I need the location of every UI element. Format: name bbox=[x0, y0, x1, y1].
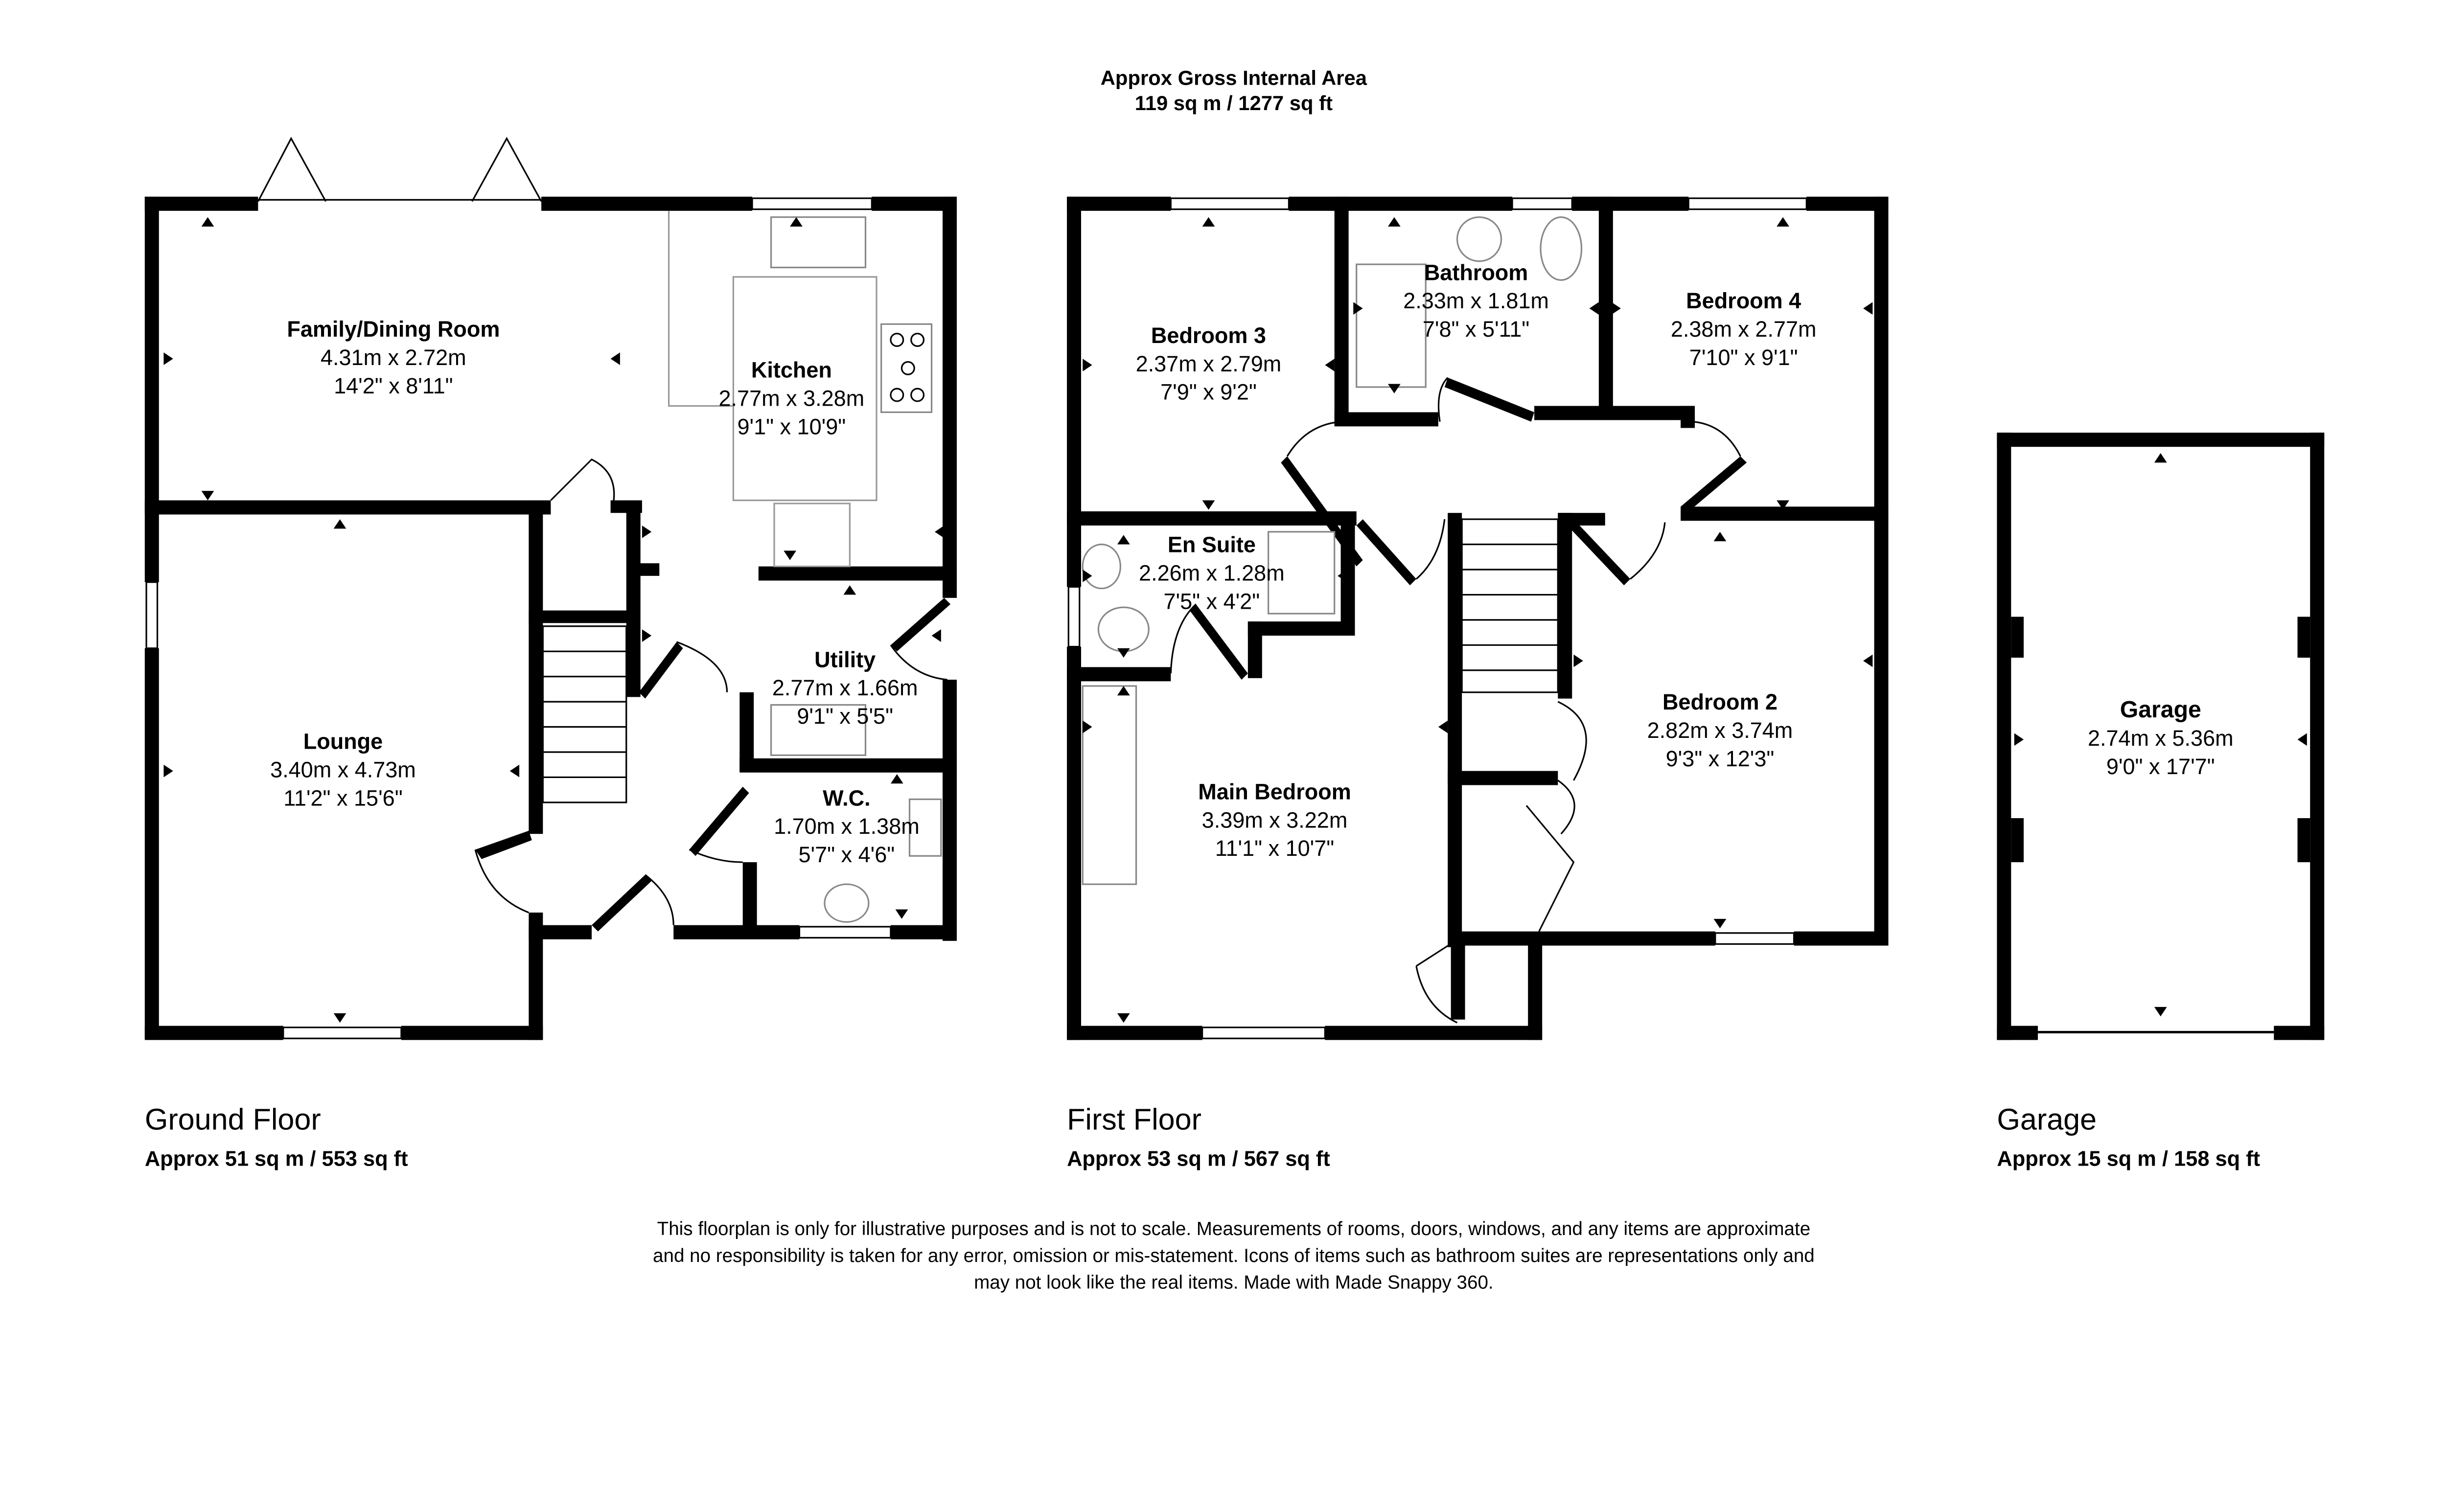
room-name: Main Bedroom bbox=[1198, 779, 1351, 804]
room-name: Lounge bbox=[303, 729, 383, 754]
room-imperial: 7'8" x 5'11" bbox=[1423, 317, 1529, 342]
room-imperial: 11'2" x 15'6" bbox=[283, 785, 402, 810]
staircase bbox=[542, 625, 627, 803]
floor-name-first: First Floor bbox=[1067, 1103, 1201, 1136]
room-metric: 4.31m x 2.72m bbox=[321, 345, 466, 370]
room-name: En Suite bbox=[1168, 532, 1256, 557]
room-name: W.C. bbox=[823, 785, 871, 810]
room-metric: 2.82m x 3.74m bbox=[1647, 718, 1793, 743]
room-metric: 2.77m x 3.28m bbox=[719, 386, 865, 411]
window bbox=[798, 926, 892, 939]
room-imperial: 9'3" x 12'3" bbox=[1666, 746, 1775, 771]
garage-plan: Garage 2.74m x 5.36m 9'0" x 17'7" bbox=[1997, 433, 2325, 1040]
room-metric: 3.40m x 4.73m bbox=[270, 757, 416, 782]
room-imperial: 5'7" x 4'6" bbox=[799, 842, 895, 867]
ensuite-basin-icon bbox=[1082, 543, 1121, 590]
utility-sink-icon bbox=[770, 704, 867, 756]
window bbox=[282, 1027, 402, 1039]
disclaimer-line: and no responsibility is taken for any e… bbox=[653, 1245, 1815, 1266]
room-metric: 2.38m x 2.77m bbox=[1671, 317, 1817, 342]
window bbox=[145, 581, 159, 649]
room-imperial: 7'10" x 9'1" bbox=[1689, 345, 1798, 370]
window bbox=[1511, 197, 1573, 210]
door bbox=[550, 458, 615, 501]
window bbox=[1714, 932, 1795, 945]
room-imperial: 9'1" x 5'5" bbox=[797, 704, 893, 729]
room-metric: 2.77m x 1.66m bbox=[772, 675, 918, 700]
toilet-icon bbox=[1540, 216, 1583, 281]
shower-icon bbox=[1268, 531, 1336, 615]
room-metric: 3.39m x 3.22m bbox=[1202, 807, 1348, 832]
floor-area-garage: Approx 15 sq m / 158 sq ft bbox=[1997, 1147, 2260, 1171]
floor-area-first: Approx 53 sq m / 567 sq ft bbox=[1067, 1147, 1330, 1171]
room-name: Bedroom 2 bbox=[1662, 689, 1778, 714]
first-floor-plan bbox=[1067, 196, 1889, 1040]
window bbox=[1687, 197, 1807, 210]
wc-toilet-icon bbox=[908, 798, 942, 857]
room-imperial: 11'1" x 10'7" bbox=[1215, 836, 1334, 861]
room-name: Utility bbox=[814, 647, 876, 672]
floor-area-ground: Approx 51 sq m / 553 sq ft bbox=[145, 1147, 408, 1171]
room-name: Family/Dining Room bbox=[287, 317, 500, 342]
window bbox=[1170, 197, 1290, 210]
room-name: Bedroom 3 bbox=[1151, 323, 1266, 348]
disclaimer-line: This floorplan is only for illustrative … bbox=[657, 1218, 1811, 1239]
window bbox=[1201, 1027, 1326, 1039]
room-name: Bedroom 4 bbox=[1686, 288, 1801, 313]
floorplan: Approx Gross Internal Area 119 sq m / 12… bbox=[144, 67, 2325, 1293]
room-name: Bathroom bbox=[1424, 260, 1528, 285]
sink-icon bbox=[770, 216, 867, 269]
floor-name-ground: Ground Floor bbox=[145, 1103, 321, 1136]
room-imperial: 7'5" x 4'2" bbox=[1164, 589, 1260, 614]
window bbox=[751, 197, 873, 210]
room-imperial: 9'0" x 17'7" bbox=[2106, 754, 2215, 779]
bifold-door bbox=[257, 137, 542, 202]
bath-icon bbox=[1356, 263, 1427, 388]
room-metric: 2.33m x 1.81m bbox=[1403, 288, 1549, 313]
wc-basin-icon bbox=[824, 883, 870, 923]
kitchen-units bbox=[668, 210, 877, 568]
room-imperial: 14'2" x 8'11" bbox=[334, 373, 453, 398]
gross-area-title: Approx Gross Internal Area bbox=[1101, 67, 1367, 90]
wardrobe-icon bbox=[1082, 685, 1137, 885]
first-floor-room-labels: Bedroom 3 2.37m x 2.79m 7'9" x 9'2" Bath… bbox=[1136, 260, 1817, 861]
room-imperial: 7'9" x 9'2" bbox=[1160, 380, 1257, 405]
gross-area-value: 119 sq m / 1277 sq ft bbox=[1135, 92, 1333, 115]
room-metric: 1.70m x 1.38m bbox=[774, 814, 920, 839]
floor-name-garage: Garage bbox=[1997, 1103, 2097, 1136]
staircase bbox=[1461, 518, 1559, 693]
ensuite-toilet-icon bbox=[1097, 606, 1150, 652]
disclaimer-line: may not look like the real items. Made w… bbox=[974, 1272, 1493, 1293]
window bbox=[1067, 586, 1081, 648]
garage-room-name: Garage bbox=[2120, 696, 2201, 723]
room-metric: 2.37m x 2.79m bbox=[1136, 351, 1282, 376]
room-metric: 2.74m x 5.36m bbox=[2088, 726, 2234, 751]
room-imperial: 9'1" x 10'9" bbox=[737, 414, 846, 439]
ground-floor-plan bbox=[144, 137, 957, 1040]
basin-icon bbox=[1456, 216, 1502, 262]
ground-floor-room-labels: Family/Dining Room 4.31m x 2.72m 14'2" x… bbox=[270, 317, 920, 867]
room-name: Kitchen bbox=[751, 358, 832, 383]
room-metric: 2.26m x 1.28m bbox=[1139, 560, 1285, 585]
